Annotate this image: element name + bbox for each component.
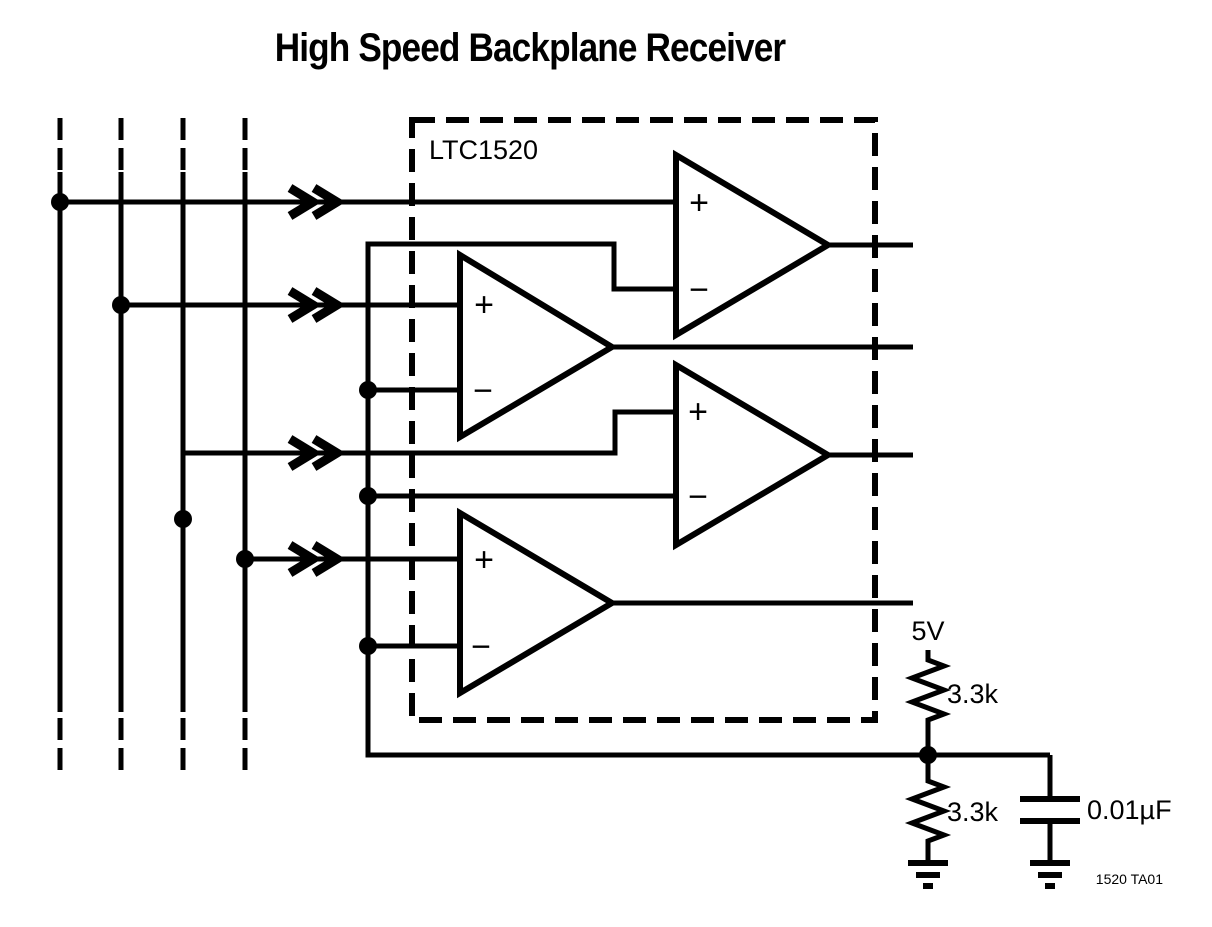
bias-network — [904, 650, 1080, 889]
chevron-icon — [287, 287, 322, 323]
comparator-2-minus-input: − — [473, 371, 493, 410]
comparator-3-plus-input: + — [688, 392, 708, 431]
figure-reference: 1520 TA01 — [1095, 871, 1163, 887]
ground-icon — [908, 860, 948, 889]
supply-voltage-label: 5V — [911, 616, 945, 646]
comparator-2-plus-input: + — [474, 285, 494, 324]
input-stubs — [60, 199, 676, 562]
chevron-icon — [311, 184, 346, 220]
junction-dot — [919, 746, 937, 764]
comparator-1-minus-input: − — [689, 270, 709, 309]
comparator-4-plus-input: + — [474, 540, 494, 579]
junction-dots — [51, 193, 937, 764]
resistor-top — [904, 650, 952, 755]
resistor-bottom-value: 3.3k — [947, 797, 999, 827]
comparator-2-triangle — [457, 249, 618, 443]
comparator-3-triangle — [673, 359, 834, 551]
chevron-icon — [287, 184, 322, 220]
chevron-icon — [287, 435, 322, 471]
junction-dot — [359, 381, 377, 399]
chevron-icon — [311, 435, 346, 471]
threshold-rail — [365, 241, 1050, 758]
ground-icon — [1030, 860, 1070, 889]
backplane-bus — [57, 118, 248, 770]
junction-dot — [174, 510, 192, 528]
comparator-1-plus-input: + — [689, 183, 709, 222]
output-stubs — [612, 242, 913, 606]
junction-dot — [359, 487, 377, 505]
junction-dot — [112, 296, 130, 314]
schematic-title: High Speed Backplane Receiver — [274, 26, 786, 70]
resistor-bottom — [904, 755, 952, 863]
ic-dashed-outline — [409, 117, 878, 723]
threshold-trunk — [365, 241, 1050, 758]
stub-row-3 — [183, 409, 676, 456]
chevron-icon — [287, 541, 322, 577]
junction-dot — [359, 637, 377, 655]
comparator-1-triangle — [673, 149, 834, 341]
junction-dot — [236, 550, 254, 568]
junction-dot — [51, 193, 69, 211]
comparator-4-minus-input: − — [471, 627, 491, 666]
connector-chevrons — [287, 184, 346, 577]
capacitor-value: 0.01µF — [1087, 795, 1172, 825]
chevron-icon — [311, 287, 346, 323]
comparator-4-triangle — [457, 507, 618, 699]
chevron-icon — [311, 541, 346, 577]
ic-part-number: LTC1520 — [429, 135, 539, 165]
comparator-3-minus-input: − — [688, 477, 708, 516]
resistor-top-value: 3.3k — [947, 679, 999, 709]
comparators — [457, 149, 834, 699]
